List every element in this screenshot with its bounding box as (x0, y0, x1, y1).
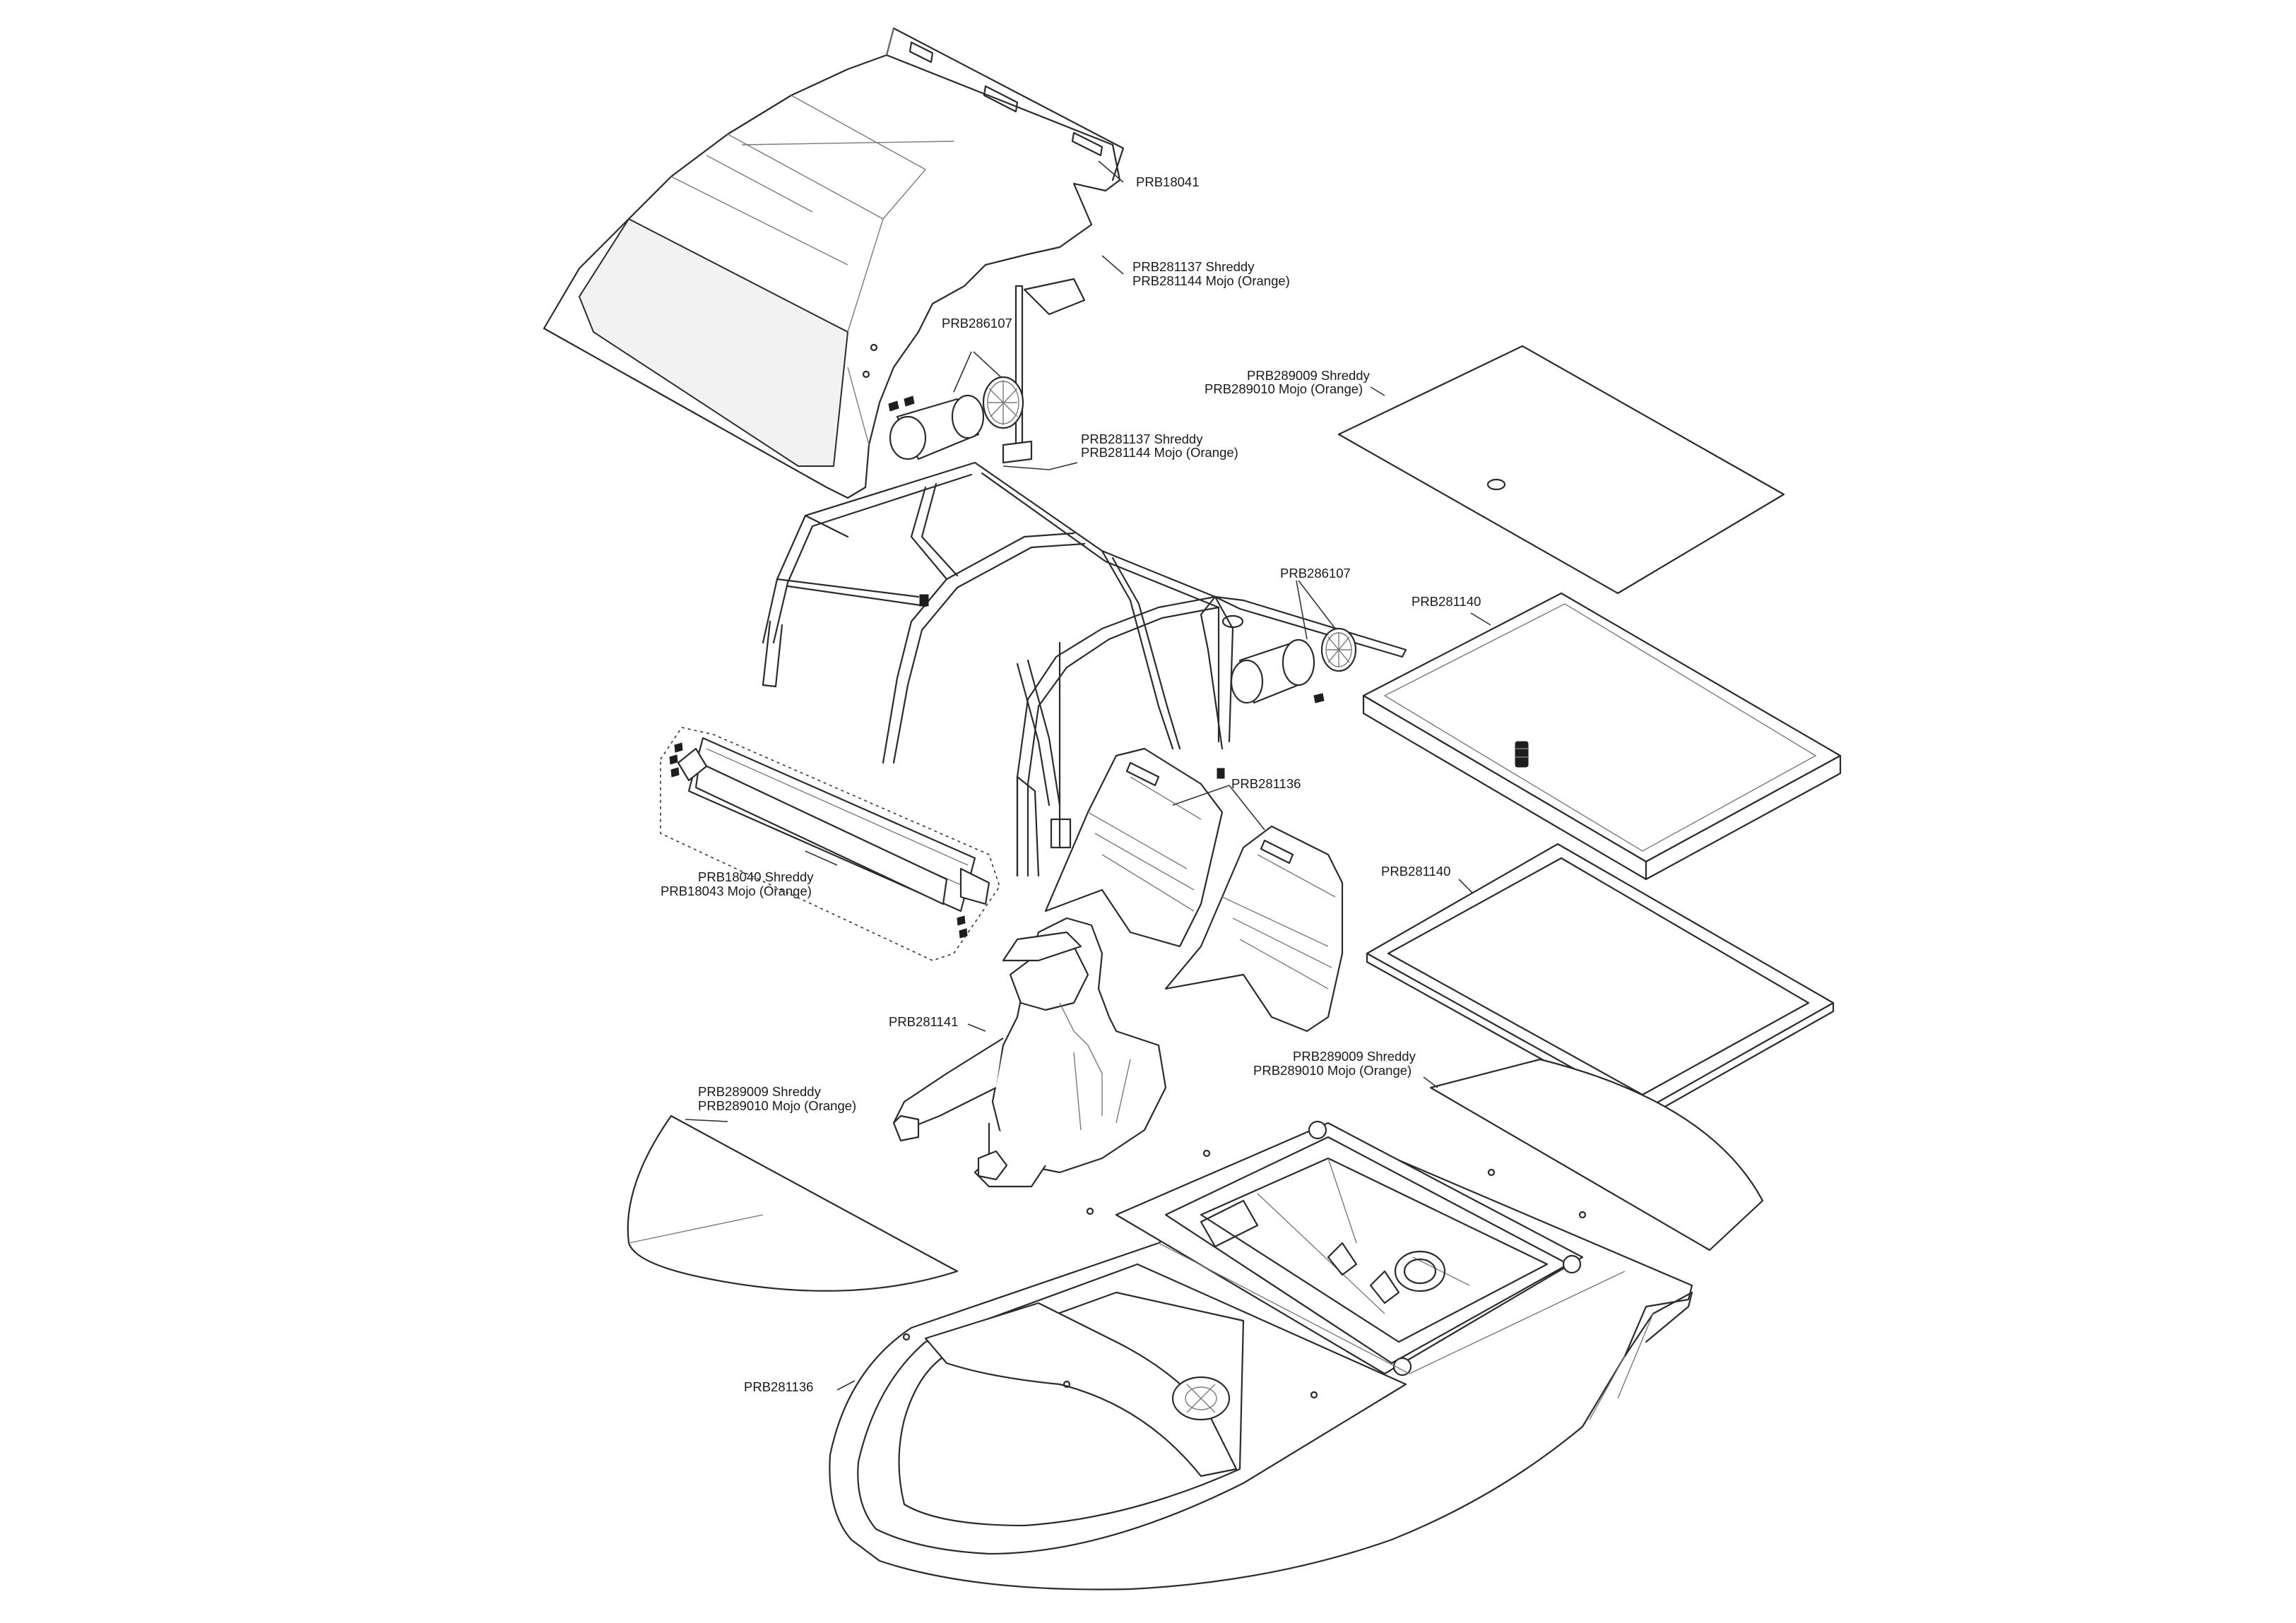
canopy-roof-part (543, 27, 1125, 499)
light-bar-part (660, 727, 1000, 961)
label-deck-lid: PRB281140 (1412, 594, 1481, 609)
wrap-sheet-top-part (1337, 345, 1785, 595)
label-driver: PRB281141 (889, 1014, 958, 1029)
driver-figure-part (892, 917, 1167, 1188)
speaker-top-part (888, 376, 1024, 460)
deck-lid-part (1362, 592, 1842, 881)
label-speaker-right: PRB286107 (1280, 566, 1351, 581)
roll-cage-part (762, 461, 1407, 877)
part-labels: PRB18041 PRB281137 Shreddy PRB281144 Moj… (661, 174, 1481, 1394)
label-wrap-top-line1: PRB289009 Shreddy (1247, 368, 1371, 383)
label-seats: PRB281136 (1231, 776, 1301, 791)
label-wrap-top-line2: PRB289010 Mojo (Orange) (1205, 381, 1363, 396)
speaker-right-part (1230, 627, 1357, 704)
label-wrap-right-line2: PRB289010 Mojo (Orange) (1253, 1063, 1412, 1078)
label-roll-cage-line2: PRB281144 Mojo (Orange) (1081, 445, 1238, 460)
wrap-sheet-right-part (1429, 1058, 1764, 1252)
hull-part (829, 1120, 1693, 1591)
wrap-sheet-left-part (627, 1114, 959, 1292)
leader-lines (685, 160, 1491, 1391)
label-wrap-right-line1: PRB289009 Shreddy (1293, 1049, 1416, 1064)
label-upper-frame-line2: PRB281144 Mojo (Orange) (1132, 273, 1290, 288)
label-hull: PRB281136 (744, 1379, 813, 1394)
label-wrap-left-line1: PRB289009 Shreddy (698, 1084, 822, 1099)
label-deck-gasket: PRB281140 (1381, 864, 1450, 879)
label-wrap-left-line2: PRB289010 Mojo (Orange) (698, 1098, 856, 1113)
label-speaker-top: PRB286107 (942, 316, 1012, 331)
seats-part (1044, 747, 1344, 1033)
label-upper-frame-line1: PRB281137 Shreddy (1132, 259, 1255, 274)
label-light-bar-line2: PRB18043 Mojo (Orange) (661, 884, 812, 898)
deck-gasket-part (1366, 843, 1835, 1119)
label-roll-cage-line1: PRB281137 Shreddy (1081, 432, 1203, 446)
label-canopy: PRB18041 (1136, 174, 1199, 189)
label-light-bar-line1: PRB18040 Shreddy (698, 869, 814, 884)
upper-frame-tube-part (1002, 278, 1086, 464)
